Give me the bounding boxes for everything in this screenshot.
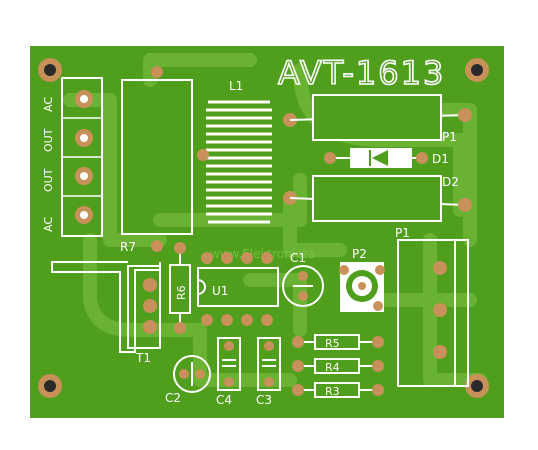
heatsink-outline	[51, 261, 161, 353]
connector-label-ac-top: AC	[42, 97, 55, 112]
u1-ic	[197, 252, 279, 326]
l1-label: L1	[229, 79, 243, 93]
terminal-block	[61, 77, 103, 237]
r7-outline	[121, 79, 193, 235]
d1-diode	[324, 148, 428, 168]
connector-label-out-1: OUT	[42, 128, 55, 152]
c2-label: C2	[165, 391, 181, 405]
d2-resistor	[289, 175, 472, 222]
connector-label-out-2: OUT	[42, 168, 55, 192]
r7-label: R7	[120, 240, 136, 254]
r6-label: R6	[175, 285, 188, 300]
u1-label: U1	[212, 284, 228, 298]
p1-pot-pads	[433, 261, 447, 359]
p1b-label: P1	[395, 226, 410, 240]
d2-label: D2	[442, 175, 459, 189]
c3-capacitor	[257, 337, 281, 391]
r3-label: R3	[325, 385, 340, 398]
r5-label: R5	[325, 337, 340, 350]
r6-resistor	[169, 242, 191, 334]
p1-label: P1	[442, 130, 457, 144]
board-title: AVT-1613	[278, 54, 445, 92]
p1-pot-block	[397, 239, 469, 387]
c1-label: C1	[290, 251, 306, 265]
p1-resistor	[289, 94, 472, 141]
r7-pad-bottom	[151, 240, 163, 252]
t1-label: T1	[135, 351, 151, 365]
r5-resistor	[292, 334, 384, 350]
d1-label: D1	[432, 152, 449, 166]
connector-label-ac-bottom: AC	[42, 217, 55, 232]
t1-pads	[143, 278, 157, 334]
r4-label: R4	[325, 361, 340, 374]
c1-capacitor	[282, 265, 324, 307]
r3-resistor	[292, 382, 384, 398]
c4-label: C4	[216, 393, 232, 407]
c4-capacitor	[217, 337, 241, 391]
c3-label: C3	[256, 393, 272, 407]
l1-coil	[206, 100, 272, 224]
mounting-holes	[38, 58, 489, 398]
p2-label: P2	[352, 247, 367, 261]
r4-resistor	[292, 358, 384, 374]
r7-pad-top	[151, 66, 163, 78]
c2-capacitor	[173, 355, 211, 393]
p2-trimmer	[339, 262, 385, 312]
